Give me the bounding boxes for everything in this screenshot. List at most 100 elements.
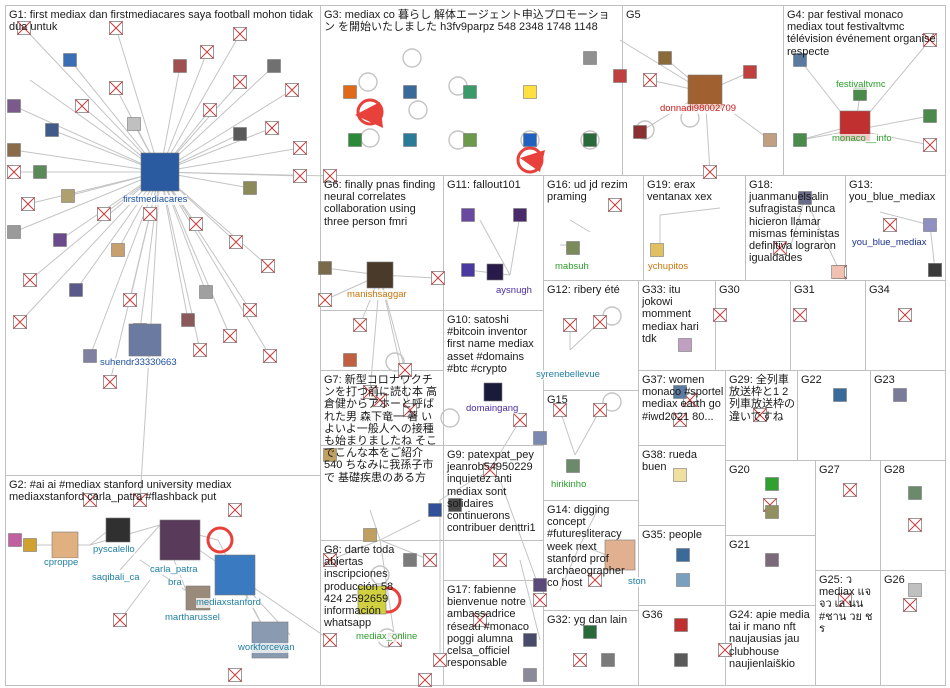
node-avatar[interactable] — [7, 99, 21, 113]
node-label-pyscalello[interactable]: pyscalello — [93, 544, 135, 555]
node-placeholder[interactable] — [473, 613, 487, 627]
node-avatar[interactable] — [23, 538, 37, 552]
node-avatar[interactable] — [604, 539, 636, 571]
node-placeholder[interactable] — [123, 293, 137, 307]
node-placeholder[interactable] — [593, 403, 607, 417]
node-placeholder[interactable] — [923, 33, 937, 47]
node-placeholder[interactable] — [133, 493, 147, 507]
node-placeholder[interactable] — [431, 271, 445, 285]
node-label-mabsuh[interactable]: mabsuh — [555, 261, 589, 272]
node-placeholder[interactable] — [193, 343, 207, 357]
node-avatar[interactable] — [105, 517, 131, 543]
node-avatar[interactable] — [127, 117, 141, 131]
node-avatar[interactable] — [53, 233, 67, 247]
node-placeholder[interactable] — [793, 308, 807, 322]
node-avatar[interactable] — [343, 353, 357, 367]
node-placeholder[interactable] — [323, 633, 337, 647]
node-placeholder[interactable] — [228, 668, 242, 682]
node-placeholder[interactable] — [483, 463, 497, 477]
node-placeholder[interactable] — [903, 598, 917, 612]
node-avatar[interactable] — [403, 553, 417, 567]
node-avatar[interactable] — [650, 243, 664, 257]
node-placeholder[interactable] — [323, 553, 337, 567]
node-avatar[interactable] — [463, 85, 477, 99]
node-placeholder[interactable] — [263, 349, 277, 363]
node-avatar[interactable] — [798, 191, 812, 205]
node-avatar[interactable] — [243, 181, 257, 195]
node-avatar[interactable] — [323, 448, 337, 462]
node-placeholder[interactable] — [229, 235, 243, 249]
node-placeholder[interactable] — [553, 403, 567, 417]
node-placeholder[interactable] — [261, 259, 275, 273]
node-placeholder[interactable] — [713, 308, 727, 322]
node-placeholder[interactable] — [563, 318, 577, 332]
node-label-suhendr33330663[interactable]: suhendr33330663 — [100, 357, 177, 368]
node-avatar[interactable] — [486, 263, 504, 281]
node-avatar[interactable] — [83, 349, 97, 363]
node-label-ychupitos[interactable]: ychupitos — [648, 261, 689, 272]
node-placeholder[interactable] — [898, 308, 912, 322]
node-avatar[interactable] — [687, 74, 723, 110]
node-placeholder[interactable] — [103, 375, 117, 389]
node-placeholder[interactable] — [113, 613, 127, 627]
node-avatar[interactable] — [566, 241, 580, 255]
node-avatar[interactable] — [673, 385, 687, 399]
node-avatar[interactable] — [533, 578, 547, 592]
node-placeholder[interactable] — [753, 408, 767, 422]
node-avatar[interactable] — [673, 468, 687, 482]
node-avatar[interactable] — [831, 265, 845, 279]
node-avatar[interactable] — [893, 388, 907, 402]
node-placeholder[interactable] — [643, 73, 657, 87]
node-placeholder[interactable] — [21, 197, 35, 211]
node-placeholder[interactable] — [23, 273, 37, 287]
node-avatar[interactable] — [833, 388, 847, 402]
node-placeholder[interactable] — [318, 293, 332, 307]
node-avatar[interactable] — [214, 554, 256, 596]
node-avatar[interactable] — [633, 125, 647, 139]
node-placeholder[interactable] — [13, 315, 27, 329]
node-placeholder[interactable] — [233, 75, 247, 89]
node-label-mediaxstanford[interactable]: mediaxstanford — [196, 597, 261, 608]
node-avatar[interactable] — [566, 459, 580, 473]
node-avatar[interactable] — [763, 133, 777, 147]
node-placeholder[interactable] — [243, 303, 257, 317]
node-placeholder[interactable] — [923, 138, 937, 152]
node-avatar[interactable] — [448, 498, 462, 512]
node-avatar[interactable] — [676, 573, 690, 587]
node-avatar[interactable] — [923, 109, 937, 123]
node-avatar[interactable] — [793, 53, 807, 67]
node-label-carla-patra[interactable]: carla_patra — [150, 564, 198, 575]
node-placeholder[interactable] — [398, 363, 412, 377]
node-avatar[interactable] — [45, 123, 59, 137]
node-avatar[interactable] — [140, 152, 180, 192]
node-label-domaingang[interactable]: domaingang — [466, 403, 519, 414]
node-avatar[interactable] — [357, 585, 387, 615]
node-avatar[interactable] — [111, 243, 125, 257]
node-label-cproppe[interactable]: cproppe — [44, 557, 79, 568]
node-label-workforcevan[interactable]: workforcevan — [238, 642, 295, 653]
node-placeholder[interactable] — [109, 21, 123, 35]
node-placeholder[interactable] — [363, 385, 377, 399]
node-placeholder[interactable] — [608, 198, 622, 212]
node-avatar[interactable] — [928, 263, 942, 277]
node-avatar[interactable] — [674, 653, 688, 667]
node-placeholder[interactable] — [189, 217, 203, 231]
node-avatar[interactable] — [63, 53, 77, 67]
node-avatar[interactable] — [676, 548, 690, 562]
node-avatar[interactable] — [908, 583, 922, 597]
node-label-monaco--info[interactable]: monaco__info — [832, 133, 892, 144]
node-avatar[interactable] — [233, 127, 247, 141]
node-avatar[interactable] — [463, 133, 477, 147]
node-label-festivaltvmc[interactable]: festivaltvmc — [836, 79, 886, 90]
node-avatar[interactable] — [583, 625, 597, 639]
node-placeholder[interactable] — [883, 218, 897, 232]
node-label-firstmediacares[interactable]: firstmediacares — [123, 194, 188, 205]
node-avatar[interactable] — [523, 133, 537, 147]
node-label-manishsaggar[interactable]: manishsaggar — [347, 289, 407, 300]
node-avatar[interactable] — [523, 633, 537, 647]
node-placeholder[interactable] — [423, 553, 437, 567]
node-placeholder[interactable] — [673, 413, 687, 427]
node-placeholder[interactable] — [200, 45, 214, 59]
node-placeholder[interactable] — [7, 165, 21, 179]
node-placeholder[interactable] — [418, 673, 432, 687]
